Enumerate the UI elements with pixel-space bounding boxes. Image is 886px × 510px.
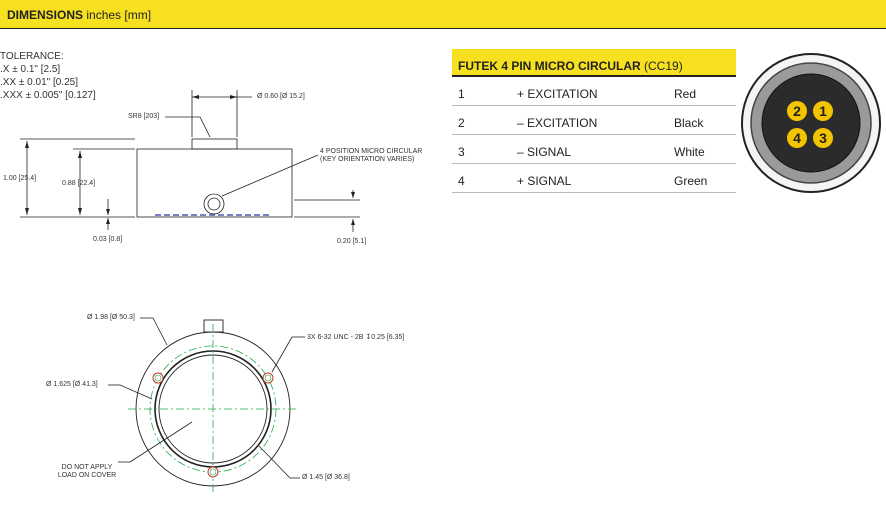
tolerance-block: TOLERANCE: .X ± 0.1" [2.5] .XX ± 0.01" [… [0, 50, 96, 102]
label-holes: 3X 6-32 UNC - 2B ↧0.25 [6.35] [307, 334, 405, 341]
pin-number: 2 [458, 116, 465, 130]
pin-1 [813, 101, 833, 121]
pin-2-label: 2 [793, 103, 801, 119]
pin-4-label: 4 [793, 130, 801, 146]
table-row: 1 + EXCITATION Red [452, 77, 736, 106]
label-connector-height: 0.20 [5.1] [337, 238, 367, 245]
pin-number: 1 [458, 87, 465, 101]
label-cover-note: DO NOT APPLY LOAD ON COVER [57, 464, 117, 479]
pin-1-label: 1 [819, 103, 827, 119]
pin-wire-color: Green [674, 174, 708, 188]
pin-wire-color: White [674, 145, 705, 159]
label-height-total: 1.00 [25.4] [3, 175, 37, 182]
label-dia-top: Ø 0.60 [Ø 15.2] [257, 93, 305, 100]
section-title: DIMENSIONS inches [mm] [7, 8, 151, 22]
pin-table-header: FUTEK 4 PIN MICRO CIRCULAR (CC19) [452, 49, 736, 77]
mounting-hole-1 [152, 372, 164, 384]
pin-wire-color: Red [674, 87, 697, 101]
pin-number: 4 [458, 174, 465, 188]
pin-table-code: (CC19) [644, 59, 683, 73]
label-height-body: 0.88 [22.4] [62, 180, 96, 187]
label-recess: 0.03 [0.8] [93, 236, 123, 243]
pin-4 [787, 128, 807, 148]
table-row: 3 – SIGNAL White [452, 135, 736, 164]
connector-top [203, 319, 224, 333]
label-outer-dia: Ø 1.98 [Ø 50.3] [87, 314, 135, 321]
sensor-body-side [136, 148, 293, 218]
label-thread: SR8 [203] [128, 113, 160, 120]
connector-side [203, 193, 225, 215]
pin-2 [787, 101, 807, 121]
tolerance-line-1: .X ± 0.1" [2.5] [0, 64, 61, 75]
pin-table: FUTEK 4 PIN MICRO CIRCULAR (CC19) 1 + EXC… [452, 49, 736, 193]
tolerance-title: TOLERANCE: [0, 51, 64, 62]
tolerance-line-2: .XX ± 0.01" [0.25] [0, 77, 78, 88]
label-bolt-circle: Ø 1.625 [Ø 41.3] [46, 381, 98, 388]
label-inner-dia: Ø 1.45 [Ø 36.8] [302, 474, 350, 481]
label-connector-note: 4 POSITION MICRO CIRCULAR (KEY ORIENTATI… [320, 148, 423, 163]
pin-function: – SIGNAL [517, 145, 572, 159]
pin-number: 3 [458, 145, 465, 159]
pin-table-title: FUTEK 4 PIN MICRO CIRCULAR [458, 59, 641, 73]
tolerance-line-3: .XXX ± 0.005" [0.127] [0, 90, 96, 101]
table-row: 2 – EXCITATION Black [452, 106, 736, 135]
section-title-units: inches [mm] [86, 8, 152, 22]
table-row: 4 + SIGNAL Green [452, 164, 736, 193]
section-title-main: DIMENSIONS [7, 8, 84, 22]
pin-wire-color: Black [674, 116, 704, 130]
pin-function: + SIGNAL [517, 174, 572, 188]
section-header: DIMENSIONS inches [mm] [0, 0, 886, 29]
pin-3-label: 3 [819, 130, 827, 146]
connector-face: 2 1 4 3 [741, 53, 881, 193]
mounting-hole-3 [207, 466, 219, 478]
load-button-side [191, 138, 238, 150]
pin-3 [813, 128, 833, 148]
pin-function: – EXCITATION [517, 116, 598, 130]
pin-function: + EXCITATION [517, 87, 598, 101]
mounting-hole-2 [262, 372, 274, 384]
